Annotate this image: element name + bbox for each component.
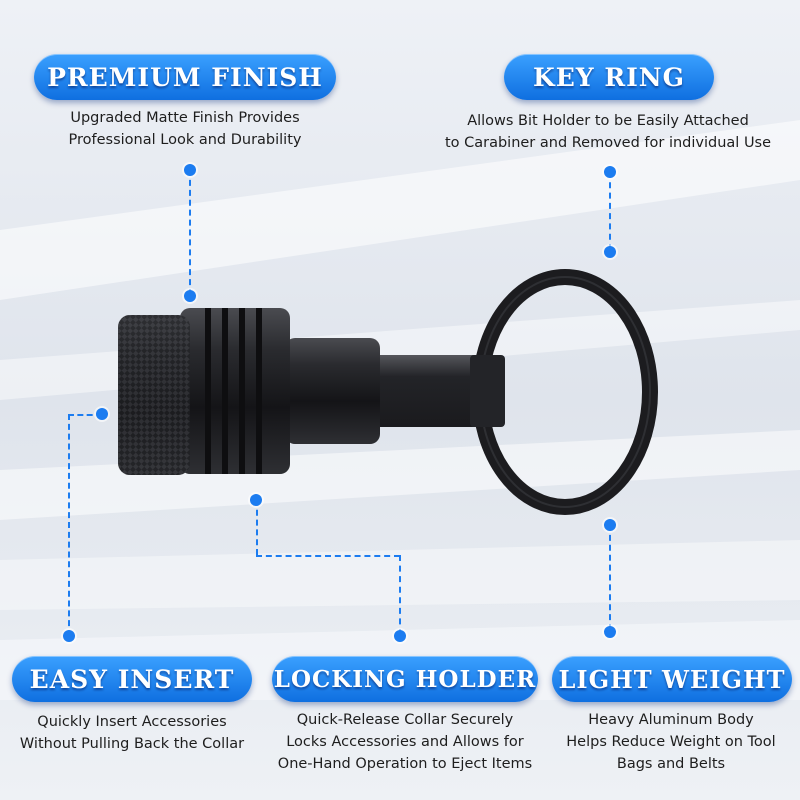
light-weight-description: Heavy Aluminum Body Helps Reduce Weight … bbox=[566, 712, 776, 772]
key-ring-description: Allows Bit Holder to be Easily Attached … bbox=[444, 113, 772, 151]
light-weight-title: LIGHT WEIGHT bbox=[558, 664, 786, 694]
leader-easy-insert-v bbox=[68, 414, 70, 636]
premium-finish-description: Upgraded Matte Finish Provides Professio… bbox=[68, 110, 302, 148]
easy-insert-description: Quickly Insert Accessories Without Pulli… bbox=[19, 714, 245, 752]
leader-dot bbox=[96, 408, 108, 420]
easy-insert-badge: EASY INSERT bbox=[12, 656, 252, 702]
leader-dot bbox=[604, 166, 616, 178]
leader-dot bbox=[184, 290, 196, 302]
leader-dot bbox=[184, 164, 196, 176]
leader-dot bbox=[63, 630, 75, 642]
leader-dot bbox=[250, 494, 262, 506]
leader-dot bbox=[604, 626, 616, 638]
locking-holder-description: Quick-Release Collar Securely Locks Acce… bbox=[277, 712, 533, 772]
premium-finish-title: PREMIUM FINISH bbox=[47, 62, 323, 92]
key-ring-title: KEY RING bbox=[532, 62, 685, 92]
easy-insert-title: EASY INSERT bbox=[29, 664, 235, 694]
leader-dot bbox=[604, 519, 616, 531]
leader-locking-holder-h bbox=[256, 555, 400, 557]
locking-holder-badge: LOCKING HOLDER bbox=[272, 656, 538, 702]
key-ring-badge: KEY RING bbox=[504, 54, 714, 100]
leader-locking-holder-v1 bbox=[256, 500, 258, 555]
leader-dot bbox=[394, 630, 406, 642]
premium-finish-badge: PREMIUM FINISH bbox=[34, 54, 336, 100]
leader-dot bbox=[604, 246, 616, 258]
leader-key-ring bbox=[609, 172, 611, 250]
leader-easy-insert-h bbox=[68, 414, 102, 416]
light-weight-badge: LIGHT WEIGHT bbox=[552, 656, 792, 702]
leader-light-weight bbox=[609, 525, 611, 630]
leader-locking-holder-v2 bbox=[399, 555, 401, 635]
leader-premium-finish bbox=[189, 170, 191, 295]
locking-holder-title: LOCKING HOLDER bbox=[273, 665, 537, 693]
